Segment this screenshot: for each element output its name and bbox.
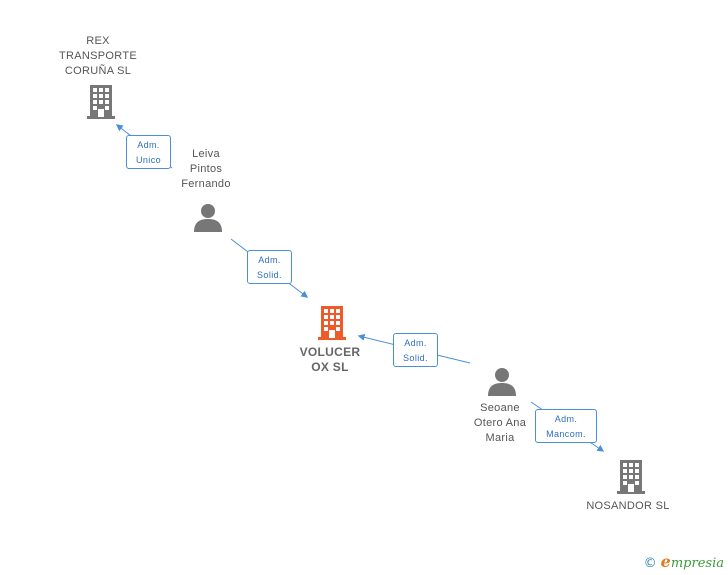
node-label-line: Leiva [192, 148, 220, 160]
node-label-line: Pintos [189, 163, 223, 175]
building-icon-main[interactable] [316, 306, 348, 340]
badge-line: Adm. [137, 140, 160, 150]
badge-line: Solid. [257, 270, 282, 280]
edge-badge-adm-mancom[interactable]: Adm. Mancom. [535, 409, 597, 443]
brand-name: mpresia [670, 556, 724, 571]
brand-initial: e [660, 552, 671, 571]
brand-watermark: ©empresia [644, 552, 724, 571]
edge-badge-adm-solid-leiva[interactable]: Adm. Solid. [247, 250, 292, 284]
node-label-line: CORUÑA SL [64, 65, 132, 77]
person-icon[interactable] [193, 202, 223, 232]
node-label-line: NOSANDOR SL [586, 500, 670, 512]
node-label-line: VOLUCER [299, 345, 361, 359]
node-label-line: Otero Ana [473, 417, 527, 429]
edge-badge-adm-unico[interactable]: Adm. Unico [126, 135, 171, 169]
edge-badge-adm-solid-seoane[interactable]: Adm. Solid. [393, 333, 438, 367]
badge-line: Adm. [404, 338, 427, 348]
node-label-line: Fernando [181, 178, 231, 190]
building-icon[interactable] [615, 460, 647, 494]
node-label-line: Maria [485, 432, 515, 444]
copyright-icon: © [643, 556, 657, 571]
node-label-line: OX SL [311, 360, 349, 374]
badge-line: Unico [135, 155, 161, 165]
badge-line: Adm. [554, 414, 578, 424]
badge-line: Adm. [258, 255, 281, 265]
badge-line: Mancom. [546, 429, 586, 439]
node-label-leiva-pintos-fernando: Leiva Pintos Fernando [166, 147, 246, 192]
building-icon[interactable] [85, 85, 117, 119]
node-label-seoane-otero-ana-maria: Seoane Otero Ana Maria [460, 401, 540, 446]
node-label-volucer-ox: VOLUCER OX SL [290, 345, 370, 375]
node-label-rex-transporte: REX TRANSPORTE CORUÑA SL [48, 34, 148, 79]
node-label-nosandor: NOSANDOR SL [578, 499, 678, 514]
badge-line: Solid. [403, 353, 428, 363]
node-label-line: REX [86, 35, 110, 47]
node-label-line: Seoane [480, 402, 520, 414]
node-label-line: TRANSPORTE [59, 50, 137, 62]
person-icon[interactable] [487, 366, 517, 396]
